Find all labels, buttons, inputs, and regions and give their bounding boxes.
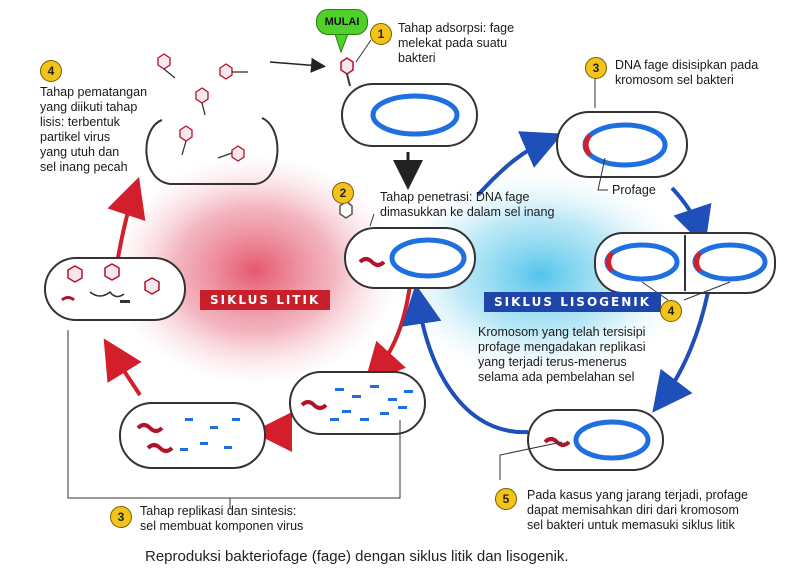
cell-adsorption (340, 57, 478, 147)
step-3-lytic-badge: 3 (110, 506, 132, 528)
step-1-badge: 1 (370, 23, 392, 45)
step-2-badge: 2 (332, 182, 354, 204)
cell-lysogenic-division (594, 232, 776, 294)
step-3-lysogenic-badge: 3 (585, 57, 607, 79)
lytic-glow (110, 155, 400, 385)
arrow-lytic-4a-to-4b (107, 176, 146, 259)
arrow-lyso-3-to-4 (670, 186, 712, 248)
cell-lytic-replication (289, 371, 426, 435)
profage-label: Profage (612, 183, 656, 197)
step-3-lytic-text: Tahap replikasi dan sintesis: sel membua… (140, 504, 304, 533)
step-3-lysogenic-text: DNA fage disisipkan pada kromosom sel ba… (615, 58, 759, 87)
start-badge: MULAI (316, 9, 368, 35)
cell-excision (527, 409, 664, 471)
step-5-text: Pada kasus yang jarang terjadi, profage … (527, 488, 748, 532)
step-5-badge: 5 (495, 488, 517, 510)
cell-lysogenic-integration (556, 111, 688, 178)
lytic-cycle-label: SIKLUS LITIK (200, 290, 331, 310)
lysogenic-cycle-label: SIKLUS LISOGENIK (484, 292, 661, 312)
step-4-lysogenic-badge: 4 (660, 300, 682, 322)
lysogenic-glow (390, 170, 690, 380)
arrow-4b-to-1 (269, 57, 326, 73)
cell-lytic-synthesis (119, 402, 266, 469)
arrow-lyso-5-to-2 (401, 284, 529, 435)
figure-caption: Reproduksi bakteriofage (fage) dengan si… (145, 548, 569, 565)
arrow-lyso-4-to-5 (652, 291, 710, 413)
arrow-lyso-2-to-3 (476, 131, 563, 197)
step-2-text: Tahap penetrasi: DNA fage dimasukkan ke … (380, 190, 555, 219)
step-4-lytic-badge: 4 (40, 60, 62, 82)
cell-lytic-assembly (44, 257, 186, 321)
start-pointer (334, 33, 349, 54)
phage-icon (340, 57, 354, 87)
arrow-lytic-3b-to-4a (103, 338, 142, 397)
step-1-text: Tahap adsorpsi: fage melekat pada suatu … (398, 21, 515, 65)
step-4-lysogenic-text: Kromosom yang telah tersisipi profage me… (478, 325, 646, 384)
step-4-lytic-text: Tahap pematangan yang diikuti tahap lisi… (40, 85, 148, 174)
cell-lysis (145, 53, 279, 185)
